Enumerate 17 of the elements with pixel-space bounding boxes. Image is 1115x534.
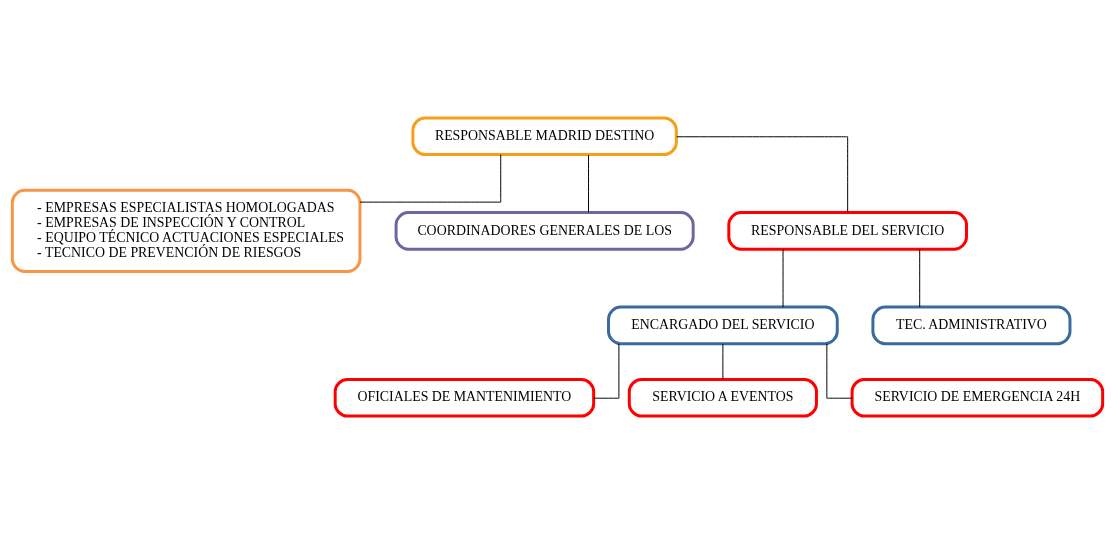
node-box: - EMPRESAS ESPECIALISTAS HOMOLOGADAS - EMPRESAS DE INSPECCIÓN Y CONTROL - EQUIPO TÉCNICO ACTUACIONES ESPECIALES - TECNICO DE PREVENCIÓN DE RIESGOS — [10, 188, 362, 273]
connector — [826, 343, 853, 399]
node-box: RESPONSABLE DEL SERVICIO — [727, 211, 968, 251]
connector — [588, 154, 590, 214]
connector — [359, 154, 502, 203]
node-box: OFICIALES DE MANTENIMIENTO — [333, 377, 596, 418]
node-box: RESPONSABLE MADRID DESTINO — [411, 116, 678, 157]
node-box: COORDINADORES GENERALES DE LOS — [394, 211, 695, 251]
connector — [593, 343, 620, 399]
node-box: SERVICIO DE EMERGENCIA 24H — [850, 377, 1105, 418]
node-box: TEC. ADMINISTRATIVO — [871, 305, 1072, 346]
node-box: SERVICIO A EVENTOS — [627, 377, 818, 418]
connector — [919, 249, 921, 308]
node-box: ENCARGADO DEL SERVICIO — [607, 305, 839, 346]
connector — [782, 249, 784, 308]
connector — [722, 343, 724, 380]
connector — [676, 136, 849, 213]
